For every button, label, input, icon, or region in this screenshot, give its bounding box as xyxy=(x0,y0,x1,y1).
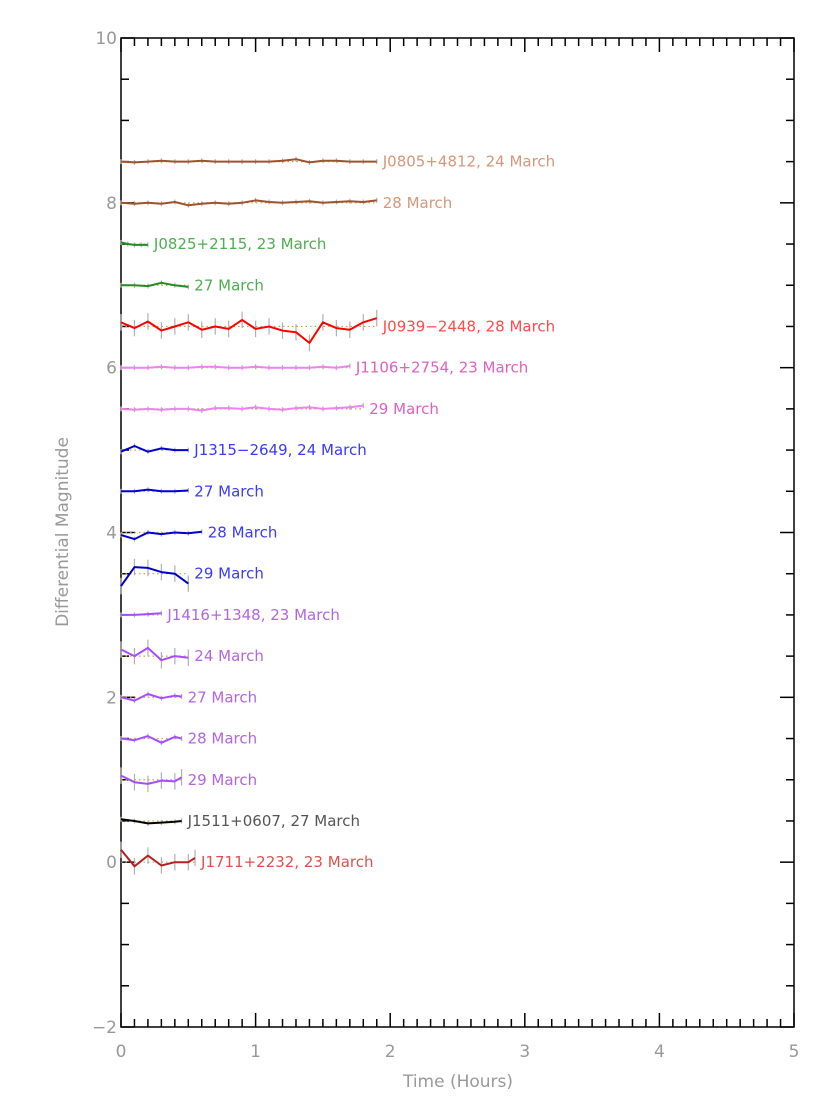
y-tick-label: 2 xyxy=(106,688,117,708)
x-tick-label: 2 xyxy=(385,1042,396,1062)
series-line xyxy=(120,818,182,825)
y-axis-title: Differential Magnitude xyxy=(53,437,73,627)
series-label: 27 March xyxy=(194,276,264,294)
series-label: 24 March xyxy=(194,647,264,665)
series-label: 29 March xyxy=(194,565,264,583)
series-label: J0805+4812, 24 March xyxy=(382,153,555,171)
series-label: 27 March xyxy=(188,688,258,706)
series-line xyxy=(121,612,162,616)
series-label: 27 March xyxy=(194,482,264,500)
axes-layer: 0 1 2 3 4 5 −2 0 2 4 6 8 10 xyxy=(92,29,799,1062)
series-label: J0939−2448, 28 March xyxy=(382,317,555,335)
series-line xyxy=(121,365,350,369)
series-label: 29 March xyxy=(188,771,258,789)
series-line xyxy=(120,158,377,164)
y-tick-label: 6 xyxy=(106,359,117,379)
series-line xyxy=(120,735,182,744)
series-line xyxy=(120,317,377,344)
x-tick-label: 5 xyxy=(789,1042,800,1062)
series-label: J1711+2232, 23 March xyxy=(200,853,373,871)
x-tick-label: 1 xyxy=(250,1042,261,1062)
y-tick-label: 8 xyxy=(106,194,117,214)
series-label: J1106+2754, 23 March xyxy=(355,359,528,377)
series-line xyxy=(120,404,364,412)
y-tick-label: 10 xyxy=(95,29,117,49)
series-label: 28 March xyxy=(188,730,258,748)
x-axis-title: Time (Hours) xyxy=(402,1072,513,1092)
series-line xyxy=(120,566,189,587)
x-tick-label: 0 xyxy=(116,1042,127,1062)
series-label: 29 March xyxy=(369,400,439,418)
series-line xyxy=(120,241,148,246)
series-label: 28 March xyxy=(383,194,453,212)
data-layer xyxy=(120,156,378,875)
y-tick-label: −2 xyxy=(92,1018,117,1038)
series-label: 28 March xyxy=(208,524,278,542)
x-tick-label: 3 xyxy=(519,1042,530,1062)
y-tick-label: 0 xyxy=(106,853,117,873)
series-line xyxy=(120,774,183,785)
series-line xyxy=(120,199,377,207)
y-tick-label: 4 xyxy=(106,524,117,544)
series-line xyxy=(120,693,182,702)
series-line xyxy=(121,488,189,493)
series-label: J0825+2115, 23 March xyxy=(153,235,326,253)
series-line xyxy=(120,849,196,868)
series-label: J1511+0607, 27 March xyxy=(187,812,360,830)
series-label: J1416+1348, 23 March xyxy=(166,606,339,624)
series-line xyxy=(121,281,189,288)
series-line xyxy=(120,530,202,541)
series-line xyxy=(120,646,189,662)
series-line xyxy=(120,445,189,453)
x-tick-label: 4 xyxy=(654,1042,665,1062)
series-label: J1315−2649, 24 March xyxy=(193,441,366,459)
